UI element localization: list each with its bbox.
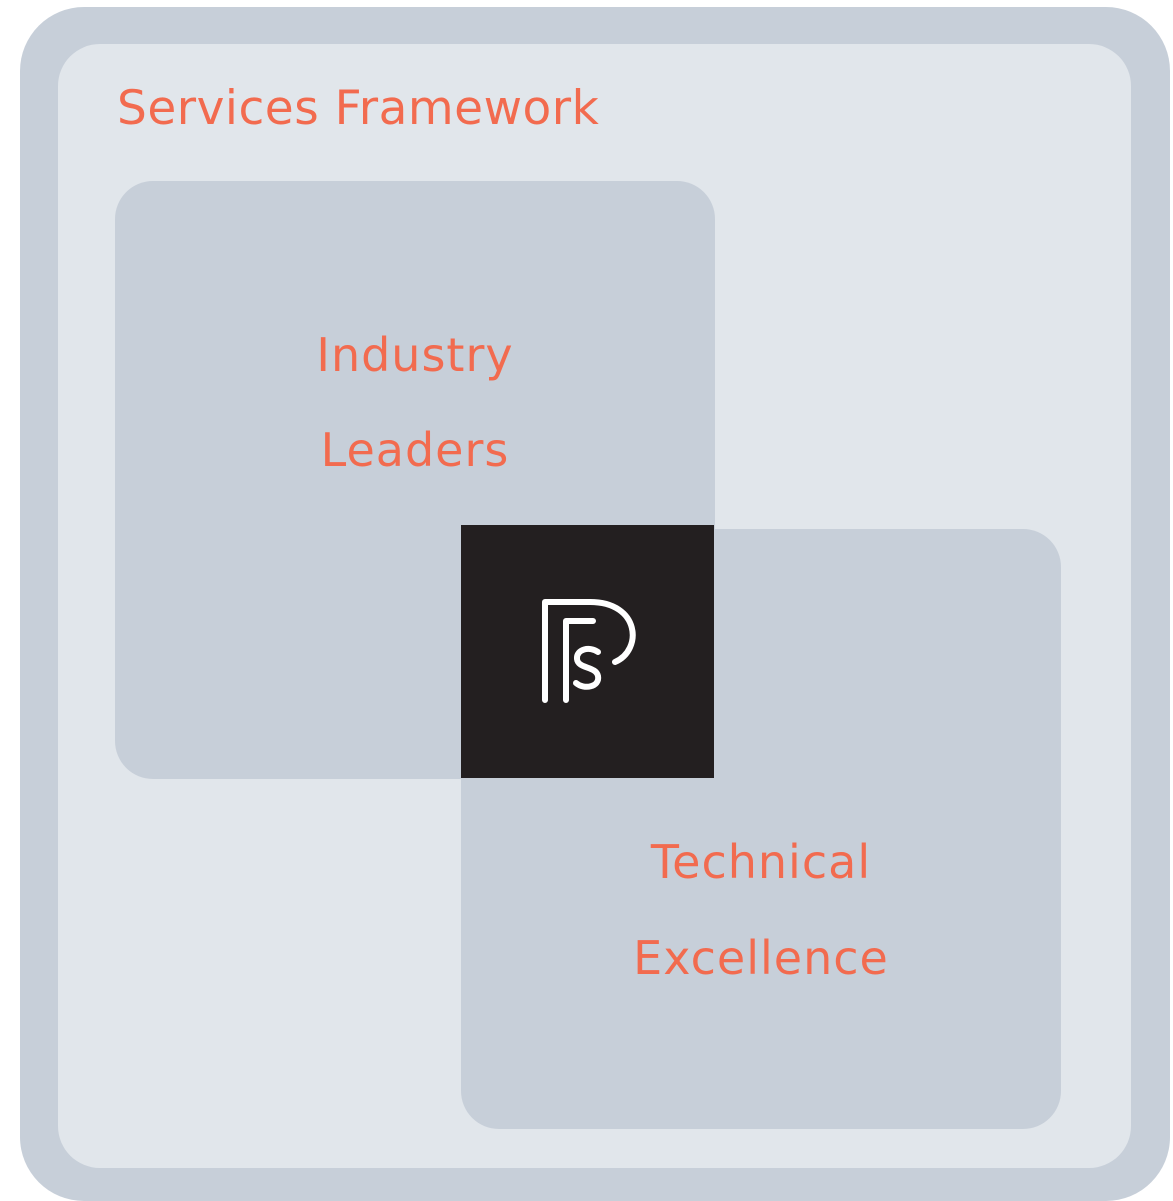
logo-tile [461,525,714,778]
technical-excellence-label-line-1: Technical [650,835,872,889]
industry-leaders-label-line-2: Leaders [320,423,510,477]
diagram-title: Services Framework [117,81,600,136]
fs-monogram-logo-icon [541,598,636,703]
technical-excellence-label-line-2: Excellence [633,931,889,985]
industry-leaders-label-line-1: Industry [316,328,514,382]
